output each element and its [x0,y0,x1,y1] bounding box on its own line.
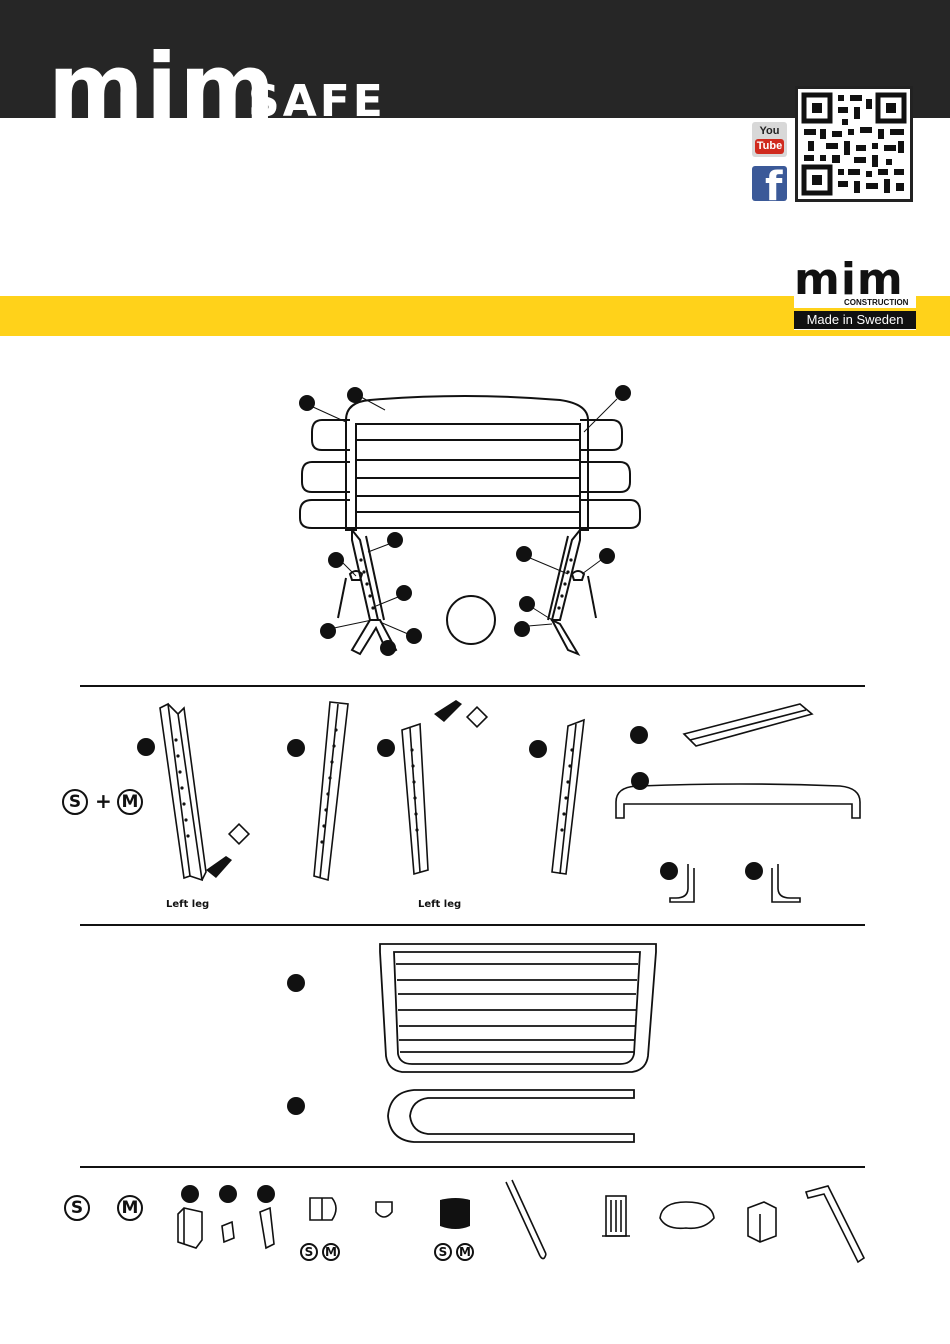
left-leg-caption-2: Left leg [418,899,461,910]
section-divider-3 [80,1166,865,1168]
components-illustration [0,690,950,930]
hardware-illustration [0,1172,950,1282]
assembly-overview-illustration [0,0,950,700]
panel-and-rail-illustration [0,930,950,1170]
left-leg-caption-1: Left leg [166,899,209,910]
section-divider-2 [80,924,865,926]
section-divider-1 [80,685,865,687]
